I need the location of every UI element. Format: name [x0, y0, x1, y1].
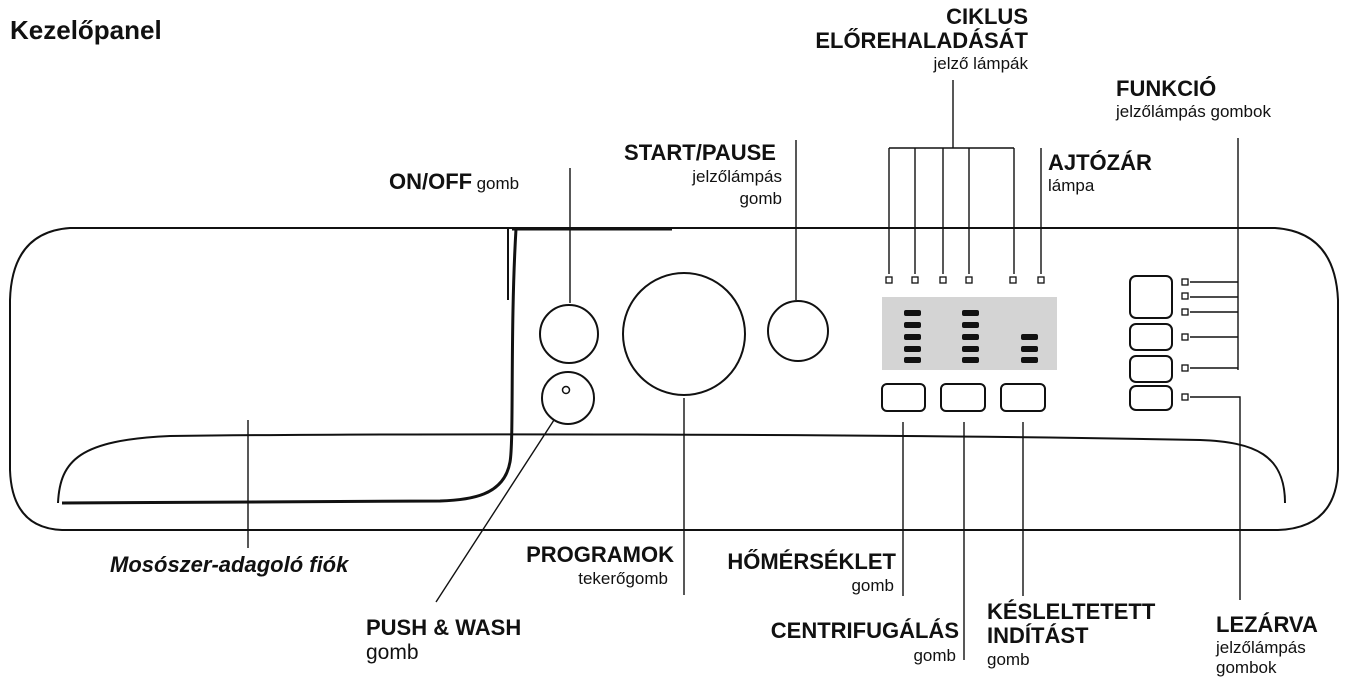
- programs-subtitle: tekerőgomb: [578, 569, 668, 588]
- display-segment: [1021, 334, 1038, 340]
- door-lock-subtitle: lámpa: [1048, 176, 1095, 195]
- temperature-subtitle: gomb: [851, 576, 894, 595]
- cycle-lamp: [965, 276, 973, 284]
- function-button[interactable]: [1129, 275, 1173, 319]
- cycle-progress-leader: [888, 80, 1015, 274]
- display-segment: [1021, 346, 1038, 352]
- display-segment: [904, 334, 921, 340]
- detergent-drawer-label: Mosószer-adagoló fiók: [110, 552, 349, 577]
- start-pause-subtitle-1: jelzőlámpás: [692, 167, 782, 186]
- cycle-lamp: [885, 276, 893, 284]
- delayed-start-button[interactable]: [1000, 383, 1046, 412]
- delayed-start-subtitle: gomb: [987, 650, 1030, 669]
- function-title: FUNKCIÓ: [1116, 76, 1217, 101]
- push-wash-subtitle: gomb: [366, 641, 419, 664]
- spin-button[interactable]: [940, 383, 986, 412]
- display-segment: [962, 357, 979, 363]
- spin-subtitle: gomb: [913, 646, 956, 665]
- function-lamp: [1181, 364, 1189, 372]
- display-segment: [962, 322, 979, 328]
- door-lock-title: AJTÓZÁR: [1048, 150, 1152, 175]
- on-off-button[interactable]: [539, 304, 599, 364]
- cycle-progress-title-line1: CIKLUS: [946, 4, 1028, 29]
- cycle-lamp: [911, 276, 919, 284]
- on-off-label: ON/OFF gomb: [389, 170, 519, 194]
- panel-lower-curve: [57, 433, 1286, 504]
- display-segment: [904, 357, 921, 363]
- door-lock-lamp: [1037, 276, 1045, 284]
- display-segment: [962, 310, 979, 316]
- delayed-start-title-line2: INDÍTÁST: [987, 623, 1089, 648]
- locked-leader: [1190, 396, 1241, 600]
- push-wash-leader: [435, 419, 555, 603]
- drawer-divider: [61, 228, 518, 505]
- locked-button[interactable]: [1129, 385, 1173, 411]
- push-wash-indicator-dot: [561, 385, 571, 395]
- locked-subtitle-2: gombok: [1216, 658, 1277, 677]
- push-wash-title: PUSH & WASH: [366, 615, 522, 640]
- display-segment: [904, 322, 921, 328]
- spin-title: CENTRIFUGÁLÁS: [770, 618, 959, 643]
- page-title: Kezelőpanel: [10, 15, 162, 45]
- locked-title: LEZÁRVA: [1216, 612, 1318, 637]
- function-button[interactable]: [1129, 355, 1173, 383]
- start-pause-subtitle-2: gomb: [739, 189, 782, 208]
- function-button[interactable]: [1129, 323, 1173, 351]
- locked-lamp: [1181, 393, 1189, 401]
- display-segment: [1021, 357, 1038, 363]
- display-segment: [962, 334, 979, 340]
- locked-subtitle-1: jelzőlámpás: [1216, 638, 1306, 657]
- temperature-title: HŐMÉRSÉKLET: [727, 549, 896, 574]
- display-segment: [904, 310, 921, 316]
- cycle-lamp: [939, 276, 947, 284]
- cycle-progress-title-line2: ELŐREHALADÁSÁT: [815, 28, 1028, 53]
- start-pause-button[interactable]: [767, 300, 829, 362]
- start-pause-title: START/PAUSE: [624, 140, 776, 165]
- programs-title: PROGRAMOK: [526, 542, 674, 567]
- program-knob[interactable]: [622, 272, 746, 396]
- function-lamp: [1181, 308, 1189, 316]
- panel-outline: [9, 227, 1339, 531]
- on-off-title: ON/OFF: [389, 169, 473, 194]
- cycle-lamp: [1009, 276, 1017, 284]
- function-lamp: [1181, 292, 1189, 300]
- temperature-button[interactable]: [881, 383, 926, 412]
- push-wash-button[interactable]: [541, 371, 595, 425]
- function-lamp: [1181, 278, 1189, 286]
- function-lamp: [1181, 333, 1189, 341]
- on-off-subtitle: gomb: [476, 174, 520, 193]
- display-segment: [904, 346, 921, 352]
- display-segment: [962, 346, 979, 352]
- delayed-start-title-line1: KÉSLELTETETT: [987, 599, 1156, 624]
- cycle-progress-subtitle: jelző lámpák: [933, 54, 1029, 73]
- function-subtitle: jelzőlámpás gombok: [1116, 102, 1271, 121]
- function-leader: [1190, 138, 1239, 370]
